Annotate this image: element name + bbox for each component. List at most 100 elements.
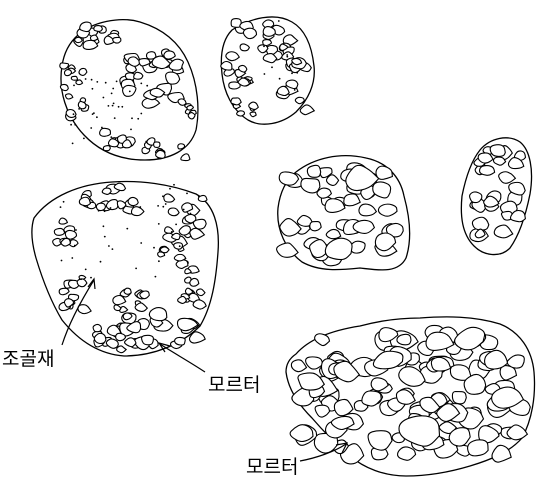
mortar-grain: [121, 106, 123, 108]
mortar-grain: [104, 210, 106, 212]
mortar-grain: [103, 225, 105, 227]
mortar-grain: [140, 83, 142, 85]
mortar-grain: [286, 54, 288, 56]
aggregate-stone: [263, 27, 275, 37]
mortar-grain: [291, 72, 293, 74]
mortar-grain: [145, 141, 147, 143]
mortar-grain: [73, 113, 75, 115]
mortar-grain: [90, 127, 92, 129]
mortar-grain: [135, 268, 137, 270]
aggregate-stone: [102, 188, 111, 194]
aggregate-stone: [480, 166, 495, 176]
label-mortar-lower: 모르터: [246, 458, 298, 477]
mortar-grain: [118, 106, 120, 108]
leader-mortar-upper: [160, 344, 205, 372]
mortar-grain: [129, 91, 131, 93]
aggregate-stone: [94, 26, 103, 32]
aggregate-stone: [250, 112, 256, 117]
mortar-grain: [294, 89, 296, 91]
aggregate-stone: [181, 154, 190, 161]
mortar-grain: [264, 73, 266, 75]
aggregate-stone: [154, 142, 160, 148]
mortar-grain: [110, 136, 112, 138]
mortar-grain: [71, 257, 73, 259]
mortar-grain: [158, 260, 160, 262]
mortar-grain: [162, 206, 164, 208]
aggregate-stone: [310, 222, 321, 231]
mortar-grain: [173, 184, 175, 186]
mortar-grain: [278, 20, 280, 22]
mortar-grain: [98, 210, 100, 212]
mortar-grain: [112, 248, 114, 250]
mortar-grain: [130, 129, 132, 131]
mortar-grain: [198, 195, 200, 197]
aggregate-stone: [134, 72, 143, 79]
aggregate-stone: [54, 228, 64, 235]
aggregate-stone: [490, 145, 505, 157]
mortar-grain: [113, 103, 115, 105]
mortar-grain: [90, 277, 92, 279]
aggregate-stone: [175, 337, 186, 345]
aggregate-stone: [376, 166, 392, 179]
aggregate-stone: [128, 197, 138, 205]
mortar-grain: [158, 223, 160, 225]
aggregate-stone: [160, 247, 169, 253]
aggregate-stone: [124, 288, 131, 294]
label-coarse-aggregate: 조골재: [2, 350, 54, 369]
mortar-grain: [103, 97, 105, 99]
mortar-grain: [183, 209, 185, 211]
aggregate-stone: [90, 35, 97, 40]
mortar-grain: [110, 207, 112, 209]
aggregate-stone: [237, 111, 245, 116]
mortar-grain: [85, 78, 87, 80]
mortar-grain: [271, 66, 273, 68]
mortar-grain: [286, 56, 288, 58]
mortar-grain: [104, 236, 106, 238]
mortar-grain: [61, 260, 63, 262]
mortar-grain: [186, 193, 188, 195]
mortar-grain: [112, 88, 114, 90]
aggregate-stone: [75, 37, 83, 42]
mortar-grain: [78, 108, 80, 110]
aggregate-stone: [290, 425, 313, 442]
mortar-grain: [126, 228, 128, 230]
mortar-grain: [108, 105, 110, 107]
aggregate-stone: [307, 165, 320, 177]
mortar-grain: [70, 124, 72, 126]
mortar-grain: [114, 117, 116, 119]
mortar-grain: [169, 188, 171, 190]
aggregate-stone: [397, 334, 411, 344]
aggregate-stone: [77, 279, 87, 287]
aggregate-stone: [65, 94, 72, 99]
mortar-grain: [137, 118, 139, 120]
mortar-grain: [140, 113, 142, 115]
aggregate-stone: [100, 128, 111, 136]
aggregate-stone: [472, 217, 488, 230]
mortar-grain: [92, 113, 94, 115]
mortar-grain: [112, 105, 114, 107]
mortar-grain: [75, 229, 77, 231]
aggregate-stone: [468, 440, 489, 456]
aggregate-stone: [103, 146, 110, 151]
aggregate-stone: [113, 37, 121, 43]
mortar-grain: [157, 205, 159, 207]
mortar-grain: [83, 138, 85, 140]
mortar-grain: [131, 117, 133, 119]
mortar-grain: [179, 245, 181, 247]
aggregate-stone: [64, 70, 71, 76]
aggregate-stone: [140, 291, 149, 299]
mortar-grain: [190, 213, 192, 215]
aggregate-stone: [164, 51, 175, 59]
aggregate-stone: [65, 230, 76, 239]
aggregate-stone: [178, 99, 186, 105]
mortar-grain: [74, 245, 76, 247]
mortar-grain: [73, 85, 75, 87]
mortar-grain: [155, 276, 157, 278]
mortar-grain: [101, 127, 103, 129]
aggregate-stone: [83, 40, 98, 49]
mortar-grain: [85, 269, 87, 271]
aggregate-stone: [470, 192, 482, 203]
aggregate-stone: [188, 113, 195, 119]
